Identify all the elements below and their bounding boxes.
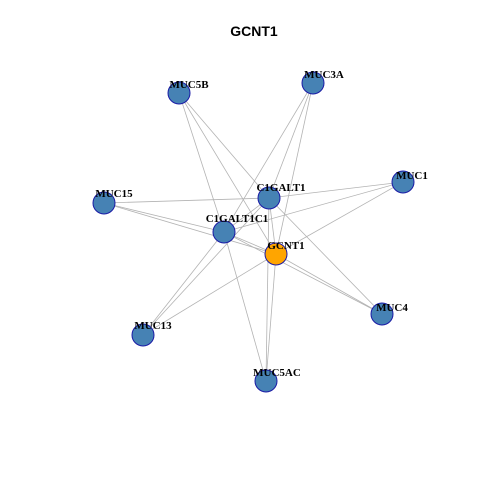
edge-c1galt1-muc15 <box>103 197 270 204</box>
node-muc13[interactable] <box>131 323 155 347</box>
node-label-muc13: MUC13 <box>134 320 172 332</box>
edge-c1galt1c1-muc15 <box>103 202 225 233</box>
edge-gcnt1-muc15 <box>103 202 277 255</box>
node-muc1[interactable] <box>391 170 415 194</box>
edge-gcnt1-muc13 <box>142 253 277 336</box>
node-label-muc4: MUC4 <box>376 302 408 314</box>
diagram-title: GCNT1 <box>230 23 278 39</box>
edge-gcnt1-muc1 <box>275 181 404 255</box>
node-label-muc15: MUC15 <box>95 188 133 200</box>
edge-c1galt1c1-muc3a <box>223 82 314 233</box>
edge-c1galt1-muc5ac <box>265 197 270 382</box>
node-label-muc5b: MUC5B <box>169 79 209 91</box>
node-label-muc5ac: MUC5AC <box>253 367 301 379</box>
edge-c1galt1-muc4 <box>268 197 383 315</box>
edge-c1galt1-muc3a <box>268 82 314 199</box>
node-muc5ac[interactable] <box>254 369 278 393</box>
edge-gcnt1-muc4 <box>275 253 383 315</box>
edge-layer <box>103 82 404 382</box>
edge-c1galt1c1-muc5ac <box>223 231 267 382</box>
node-label-gcnt1: GCNT1 <box>267 240 304 252</box>
node-c1galt1c1[interactable] <box>212 220 236 244</box>
edge-gcnt1-muc5b <box>178 92 277 255</box>
edge-gcnt1-muc5ac <box>265 253 277 382</box>
node-layer <box>92 71 415 393</box>
node-muc3a[interactable] <box>301 71 325 95</box>
edge-c1galt1c1-muc5b <box>178 92 225 233</box>
node-label-muc1: MUC1 <box>396 170 428 182</box>
edge-gcnt1-muc3a <box>275 82 314 255</box>
node-label-c1galt1: C1GALT1 <box>256 182 305 194</box>
edge-c1galt1-muc5b <box>178 92 270 199</box>
node-c1galt1[interactable] <box>257 186 281 210</box>
edge-c1galt1c1-muc13 <box>142 231 225 336</box>
node-label-muc3a: MUC3A <box>304 69 344 81</box>
edge-c1galt1c1-muc1 <box>223 181 404 233</box>
edge-c1galt1-muc13 <box>142 197 270 336</box>
node-label-c1galt1c1: C1GALT1C1 <box>206 213 269 225</box>
node-muc5b[interactable] <box>167 81 191 105</box>
edge-c1galt1c1-muc4 <box>223 231 383 315</box>
node-muc15[interactable] <box>92 191 116 215</box>
node-gcnt1[interactable] <box>264 242 288 266</box>
node-muc4[interactable] <box>370 302 394 326</box>
edge-c1galt1-muc1 <box>268 181 404 199</box>
